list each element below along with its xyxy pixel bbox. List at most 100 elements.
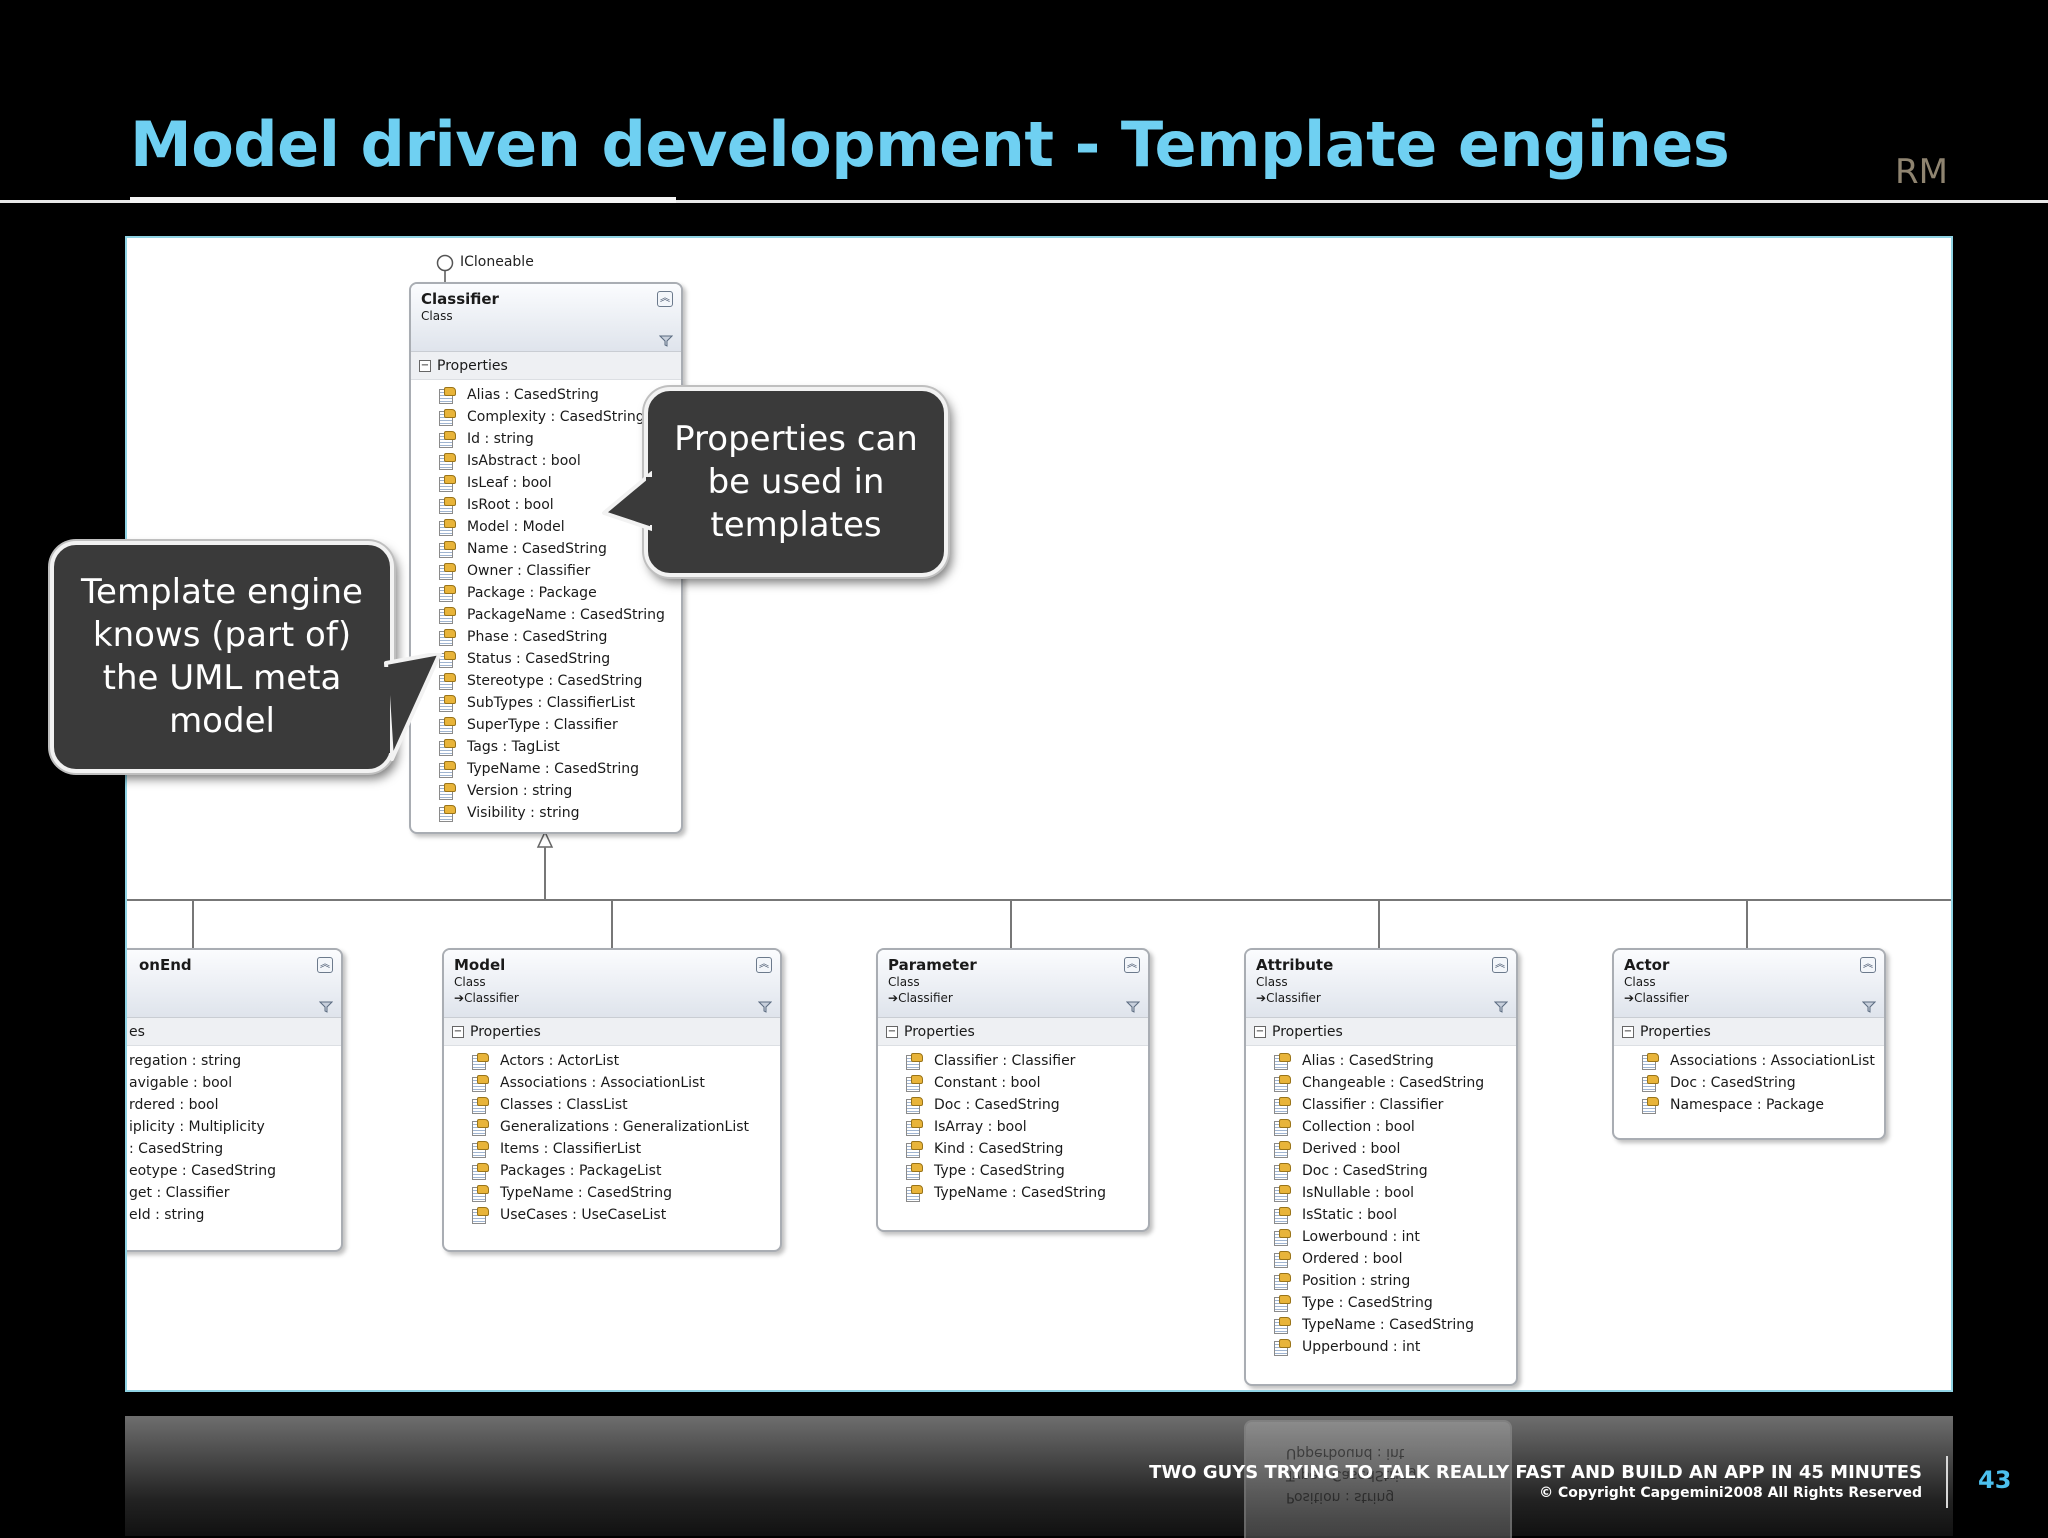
property-icon xyxy=(1272,1163,1291,1180)
properties-section-header[interactable]: −Properties xyxy=(1614,1018,1884,1046)
property-row[interactable]: IsLeaf : bool xyxy=(437,472,681,494)
class-header: Model Class ➔Classifier ︽ xyxy=(444,950,780,1018)
property-row[interactable]: rdered : bool xyxy=(129,1094,341,1116)
property-row[interactable]: iplicity : Multiplicity xyxy=(129,1116,341,1138)
collapse-icon[interactable]: ︽ xyxy=(657,291,673,307)
uml-class-model[interactable]: Model Class ➔Classifier ︽ −Properties Ac… xyxy=(442,948,782,1252)
property-label: Actors : ActorList xyxy=(500,1053,620,1069)
filter-icon[interactable] xyxy=(659,335,673,347)
property-row[interactable]: Alias : CasedString xyxy=(1272,1050,1516,1072)
property-row[interactable]: Upperbound : int xyxy=(1272,1336,1516,1358)
property-label: Kind : CasedString xyxy=(934,1141,1064,1157)
properties-section-header[interactable]: −Properties xyxy=(411,352,681,380)
property-row[interactable]: IsAbstract : bool xyxy=(437,450,681,472)
property-row[interactable]: PackageName : CasedString xyxy=(437,604,681,626)
collapse-icon[interactable]: ︽ xyxy=(1492,957,1508,973)
property-row[interactable]: eId : string xyxy=(129,1204,341,1226)
property-row[interactable]: Type : CasedString xyxy=(1272,1292,1516,1314)
property-row[interactable]: Owner : Classifier xyxy=(437,560,681,582)
property-row[interactable]: TypeName : CasedString xyxy=(1272,1314,1516,1336)
property-row[interactable]: IsRoot : bool xyxy=(437,494,681,516)
collapse-minus-icon[interactable]: − xyxy=(1254,1025,1266,1038)
collapse-minus-icon[interactable]: − xyxy=(452,1025,464,1038)
filter-icon[interactable] xyxy=(319,1001,333,1013)
properties-section-header[interactable]: −Properties xyxy=(1246,1018,1516,1046)
property-row[interactable]: Actors : ActorList xyxy=(470,1050,780,1072)
property-row[interactable]: regation : string xyxy=(129,1050,341,1072)
uml-class-parameter[interactable]: Parameter Class ➔Classifier ︽ −Propertie… xyxy=(876,948,1150,1232)
property-row[interactable]: Complexity : CasedString xyxy=(437,406,681,428)
property-row[interactable]: Alias : CasedString xyxy=(437,384,681,406)
property-row[interactable]: Classifier : Classifier xyxy=(1272,1094,1516,1116)
property-row[interactable]: Package : Package xyxy=(437,582,681,604)
section-label: Properties xyxy=(470,1023,541,1040)
property-row[interactable]: Lowerbound : int xyxy=(1272,1226,1516,1248)
property-row[interactable]: Type : CasedString xyxy=(904,1160,1148,1182)
property-row[interactable]: Model : Model xyxy=(437,516,681,538)
property-row[interactable]: Generalizations : GeneralizationList xyxy=(470,1116,780,1138)
property-row[interactable]: Associations : AssociationList xyxy=(1640,1050,1884,1072)
property-row[interactable]: TypeName : CasedString xyxy=(904,1182,1148,1204)
property-row[interactable]: Collection : bool xyxy=(1272,1116,1516,1138)
uml-class-actor[interactable]: Actor Class ➔Classifier ︽ −Properties As… xyxy=(1612,948,1886,1140)
property-row[interactable]: eotype : CasedString xyxy=(129,1160,341,1182)
property-row[interactable]: Ordered : bool xyxy=(1272,1248,1516,1270)
property-row[interactable]: Phase : CasedString xyxy=(437,626,681,648)
title-underline-accent xyxy=(130,197,676,203)
property-row[interactable]: Classes : ClassList xyxy=(470,1094,780,1116)
property-row[interactable]: SubTypes : ClassifierList xyxy=(437,692,681,714)
property-row[interactable]: TypeName : CasedString xyxy=(470,1182,780,1204)
uml-class-classifier[interactable]: Classifier Class ︽ −Properties Alias : C… xyxy=(409,282,683,834)
section-label: Properties xyxy=(437,357,508,374)
property-row[interactable]: Doc : CasedString xyxy=(904,1094,1148,1116)
properties-section-header[interactable]: es xyxy=(127,1018,341,1046)
property-label: Upperbound : int xyxy=(1302,1339,1421,1355)
filter-icon[interactable] xyxy=(1862,1001,1876,1013)
property-row[interactable]: Id : string xyxy=(437,428,681,450)
collapse-minus-icon[interactable]: − xyxy=(1622,1025,1634,1038)
property-row[interactable]: IsNullable : bool xyxy=(1272,1182,1516,1204)
properties-section-header[interactable]: −Properties xyxy=(444,1018,780,1046)
property-row[interactable]: Constant : bool xyxy=(904,1072,1148,1094)
property-row[interactable]: TypeName : CasedString xyxy=(437,758,681,780)
property-row[interactable]: Associations : AssociationList xyxy=(470,1072,780,1094)
property-row[interactable]: Stereotype : CasedString xyxy=(437,670,681,692)
collapse-minus-icon[interactable]: − xyxy=(419,359,431,372)
property-row[interactable]: Packages : PackageList xyxy=(470,1160,780,1182)
collapse-minus-icon[interactable]: − xyxy=(886,1025,898,1038)
collapse-icon[interactable]: ︽ xyxy=(317,957,333,973)
property-row[interactable]: Status : CasedString xyxy=(437,648,681,670)
property-row[interactable]: Kind : CasedString xyxy=(904,1138,1148,1160)
property-row[interactable]: Derived : bool xyxy=(1272,1138,1516,1160)
property-row[interactable]: SuperType : Classifier xyxy=(437,714,681,736)
property-row[interactable]: IsArray : bool xyxy=(904,1116,1148,1138)
property-icon xyxy=(1272,1207,1291,1224)
property-row[interactable]: Name : CasedString xyxy=(437,538,681,560)
property-row[interactable]: Doc : CasedString xyxy=(1640,1072,1884,1094)
filter-icon[interactable] xyxy=(758,1001,772,1013)
property-row[interactable]: Changeable : CasedString xyxy=(1272,1072,1516,1094)
property-icon xyxy=(437,453,456,470)
property-row[interactable]: Namespace : Package xyxy=(1640,1094,1884,1116)
property-row[interactable]: IsStatic : bool xyxy=(1272,1204,1516,1226)
filter-icon[interactable] xyxy=(1494,1001,1508,1013)
property-row[interactable]: get : Classifier xyxy=(129,1182,341,1204)
property-row[interactable]: Version : string xyxy=(437,780,681,802)
collapse-icon[interactable]: ︽ xyxy=(1860,957,1876,973)
property-row[interactable]: Doc : CasedString xyxy=(1272,1160,1516,1182)
property-label: SuperType : Classifier xyxy=(467,717,618,733)
filter-icon[interactable] xyxy=(1126,1001,1140,1013)
property-row[interactable]: Tags : TagList xyxy=(437,736,681,758)
property-row[interactable]: Items : ClassifierList xyxy=(470,1138,780,1160)
properties-section-header[interactable]: −Properties xyxy=(878,1018,1148,1046)
property-row[interactable]: Visibility : string xyxy=(437,802,681,824)
property-row[interactable]: : CasedString xyxy=(129,1138,341,1160)
collapse-icon[interactable]: ︽ xyxy=(1124,957,1140,973)
property-row[interactable]: Position : string xyxy=(1272,1270,1516,1292)
property-row[interactable]: Classifier : Classifier xyxy=(904,1050,1148,1072)
uml-class-attribute[interactable]: Attribute Class ➔Classifier ︽ −Propertie… xyxy=(1244,948,1518,1386)
collapse-icon[interactable]: ︽ xyxy=(756,957,772,973)
property-row[interactable]: avigable : bool xyxy=(129,1072,341,1094)
property-row[interactable]: UseCases : UseCaseList xyxy=(470,1204,780,1226)
